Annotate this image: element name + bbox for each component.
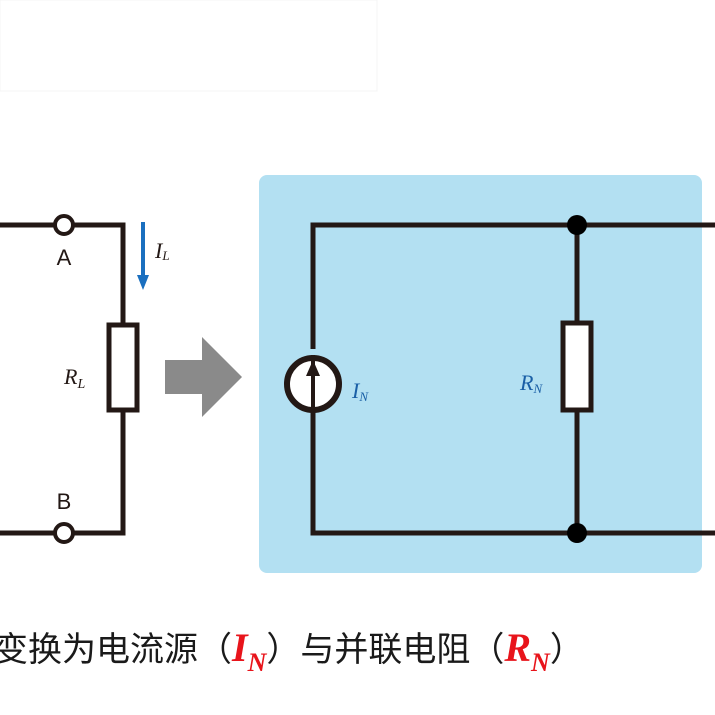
parallel-resistor: [560, 320, 594, 413]
load-resistor-label: RL: [63, 364, 85, 392]
wire-bottom-right: [72, 410, 126, 536]
caption-var-current: IN: [232, 625, 266, 677]
load-current-label: IL: [154, 238, 170, 263]
parallel-resistor-label: RN: [519, 370, 543, 396]
terminal-b-node: [53, 522, 75, 544]
norton-equivalent-panel: IN RN: [259, 175, 715, 573]
terminal-b-label: B: [57, 489, 72, 514]
terminal-a-node: [53, 214, 75, 236]
caption-var-resistance: RN: [504, 625, 549, 677]
caption-var-current-subscript: N: [247, 648, 267, 677]
current-source-label: IN: [351, 378, 369, 404]
caption-var-current-symbol: I: [232, 625, 248, 670]
load-circuit: A B RL IL: [0, 214, 170, 544]
load-current-arrowhead-icon: [137, 275, 149, 290]
junction-top-node: [567, 215, 587, 235]
junction-bottom-node: [567, 523, 587, 543]
current-source-arrow-up-icon: [306, 360, 320, 376]
caption-text-3: ）: [549, 630, 584, 670]
caption-var-resistance-subscript: N: [531, 648, 550, 677]
terminal-a-label: A: [57, 245, 72, 270]
caption: 变换为电流源（IN）与并联电阻（RN）: [0, 618, 715, 678]
wire-top-right: [72, 222, 126, 325]
transform-arrow-icon: [165, 337, 242, 417]
caption-text-1: 变换为电流源（: [0, 630, 232, 670]
caption-var-resistance-symbol: R: [504, 625, 532, 670]
load-resistor: [106, 322, 140, 413]
norton-panel-background: [259, 175, 702, 573]
top-frame: [0, 0, 378, 92]
caption-text-2: ）与并联电阻（: [266, 630, 505, 670]
